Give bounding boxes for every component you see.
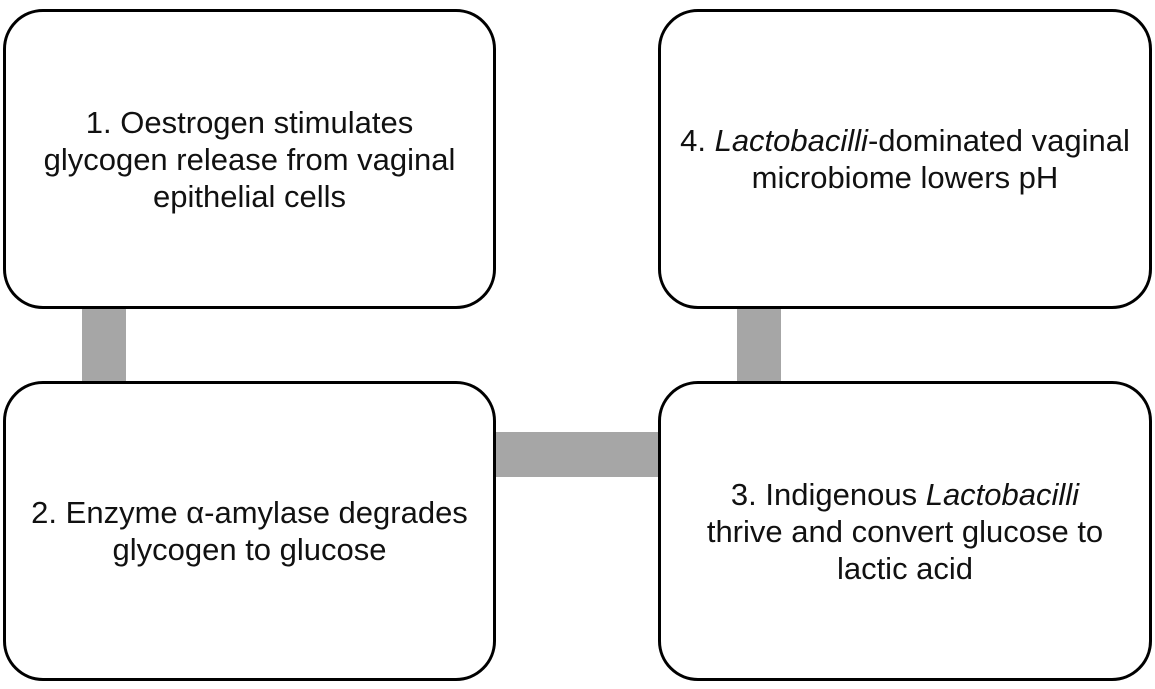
- step-4-text: 4. Lactobacilli-dominated vaginal microb…: [680, 123, 1130, 195]
- connector-step2-step3: [494, 432, 660, 477]
- step-1-text: 1. Oestrogen stimulates glycogen release…: [43, 104, 456, 214]
- connector-step1-step2: [82, 305, 126, 385]
- step-2-text: 2. Enzyme α-amylase degrades glycogen to…: [31, 495, 468, 567]
- step-4-box: 4. Lactobacilli-dominated vaginal microb…: [658, 9, 1152, 309]
- step-2-box: 2. Enzyme α-amylase degrades glycogen to…: [3, 381, 496, 681]
- step-1-box: 1. Oestrogen stimulates glycogen release…: [3, 9, 496, 309]
- connector-step3-step4: [737, 305, 781, 385]
